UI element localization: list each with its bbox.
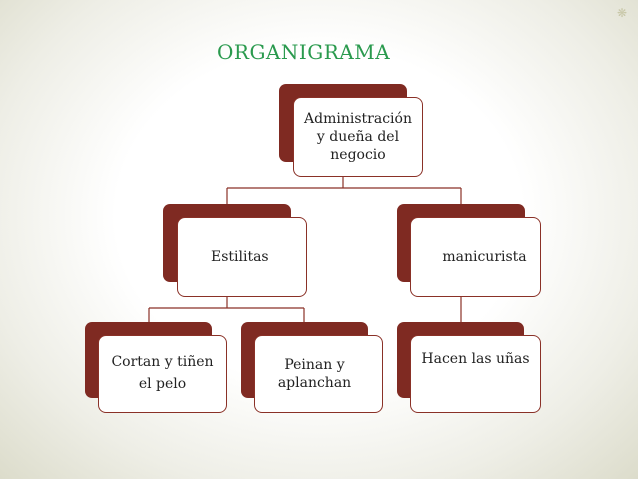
page-title: ORGANIGRAMA bbox=[217, 40, 391, 64]
node-estilitas-label: Estilitas bbox=[211, 248, 269, 265]
node-manicurista-label: manicurista bbox=[442, 248, 527, 265]
node-unas-label: Hacen las uñas bbox=[421, 351, 530, 367]
node-peinan: Peinan y aplanchan bbox=[254, 335, 383, 413]
node-cortan-label: Cortan y tiñen el pelo bbox=[111, 354, 214, 392]
node-cortan: Cortan y tiñen el pelo bbox=[98, 335, 227, 413]
node-root: Administración y dueña del negocio bbox=[293, 97, 423, 177]
node-estilitas: Estilitas bbox=[177, 217, 307, 297]
node-root-label: Administración y dueña del negocio bbox=[304, 110, 412, 164]
node-manicurista: manicurista bbox=[410, 217, 541, 297]
sparkle-icon: ❋ bbox=[617, 6, 628, 20]
node-unas: Hacen las uñas bbox=[410, 335, 541, 413]
node-peinan-label: Peinan y aplanchan bbox=[277, 356, 352, 391]
